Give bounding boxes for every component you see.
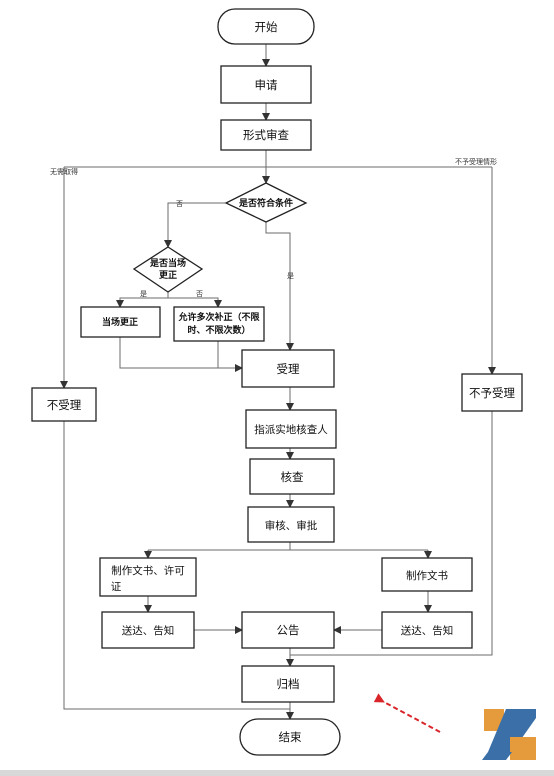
announce-label: 公告 <box>277 623 300 637</box>
multi-correct-line1: 允许多次补正（不限 <box>177 311 260 323</box>
edge-label-no-right: 无需取得 <box>50 167 78 176</box>
logo-blue-base <box>482 752 512 760</box>
apply-node <box>220 65 312 104</box>
deliver-right-label: 送达、告知 <box>401 624 454 637</box>
end-node <box>239 718 341 756</box>
assign-node <box>245 409 337 449</box>
onsite-question-line2: 更正 <box>159 270 177 281</box>
start-label: 开始 <box>255 20 278 34</box>
apply-label: 申请 <box>255 78 278 92</box>
onsite-correct-node <box>80 306 161 338</box>
logo-orange-block-top <box>484 709 504 731</box>
formal-review-node <box>220 119 312 151</box>
reject-label: 不受理 <box>47 398 82 412</box>
edge-reject-end <box>63 421 290 710</box>
verify-label: 核查 <box>281 470 304 484</box>
brand-logo <box>482 709 536 760</box>
logo-orange-block-bottom <box>510 737 536 760</box>
red-dashed-arrow <box>373 693 441 733</box>
archive-node <box>241 665 335 703</box>
multi-correct-line2: 时、不限次数） <box>187 324 250 336</box>
verify-node <box>249 458 335 495</box>
bottom-scroll-strip <box>0 770 554 776</box>
make-doc-node <box>381 557 473 592</box>
nodes: 开始 申请 形式审查 是否符合条件 是否当场 更正 当场更正 允许多次补正（不限… <box>31 8 523 756</box>
deliver-right-node <box>381 611 473 649</box>
deliver-left-node <box>101 611 195 649</box>
deliver-left-label: 送达、告知 <box>122 624 175 637</box>
make-permit-line1: 制作文书、许可 <box>111 564 185 577</box>
make-doc-label: 制作文书 <box>406 569 448 582</box>
edge-condition-yes <box>265 222 294 351</box>
approve-label: 审核、审批 <box>265 519 318 532</box>
formal-review-label: 形式审查 <box>243 128 289 142</box>
start-node <box>217 8 315 45</box>
logo-blue-z <box>488 709 536 752</box>
multi-correct-node <box>173 306 265 342</box>
connectors <box>60 44 496 720</box>
red-arrow-annotation <box>373 693 441 733</box>
make-permit-node <box>99 557 197 597</box>
onsite-correct-label: 当场更正 <box>102 316 138 328</box>
edge-label-onsite-no: 否 <box>196 290 203 298</box>
edge-labels: 无需取得 不予受理情形 否 是 是 否 <box>50 157 497 298</box>
edge-label-not-accept-case: 不予受理情形 <box>455 157 497 166</box>
edge-label-condition-no: 否 <box>176 200 183 208</box>
reject-node <box>31 387 97 422</box>
edge-label-onsite-yes: 是 <box>140 290 147 298</box>
condition-label: 是否符合条件 <box>238 197 293 209</box>
approve-node <box>247 506 335 543</box>
not-accept-label: 不予受理 <box>469 386 515 400</box>
edge-not-accept-archive <box>290 411 493 656</box>
accept-node <box>241 349 335 388</box>
edge-onsite-correct-accept <box>119 337 243 372</box>
edge-onsite-yes <box>116 292 169 308</box>
assign-label: 指派实地核查人 <box>254 423 328 436</box>
not-accept-node <box>461 373 523 412</box>
make-permit-line2: 证 <box>111 581 122 593</box>
announce-node <box>241 611 335 649</box>
edge-onsite-no <box>168 297 222 308</box>
archive-label: 归档 <box>277 677 300 691</box>
condition-diamond <box>224 182 308 223</box>
onsite-question-diamond <box>132 246 204 293</box>
accept-label: 受理 <box>277 362 300 376</box>
end-label: 结束 <box>279 730 302 744</box>
onsite-question-line1: 是否当场 <box>149 257 186 269</box>
edge-label-condition-yes: 是 <box>287 272 294 280</box>
edge-condition-no <box>164 202 226 248</box>
